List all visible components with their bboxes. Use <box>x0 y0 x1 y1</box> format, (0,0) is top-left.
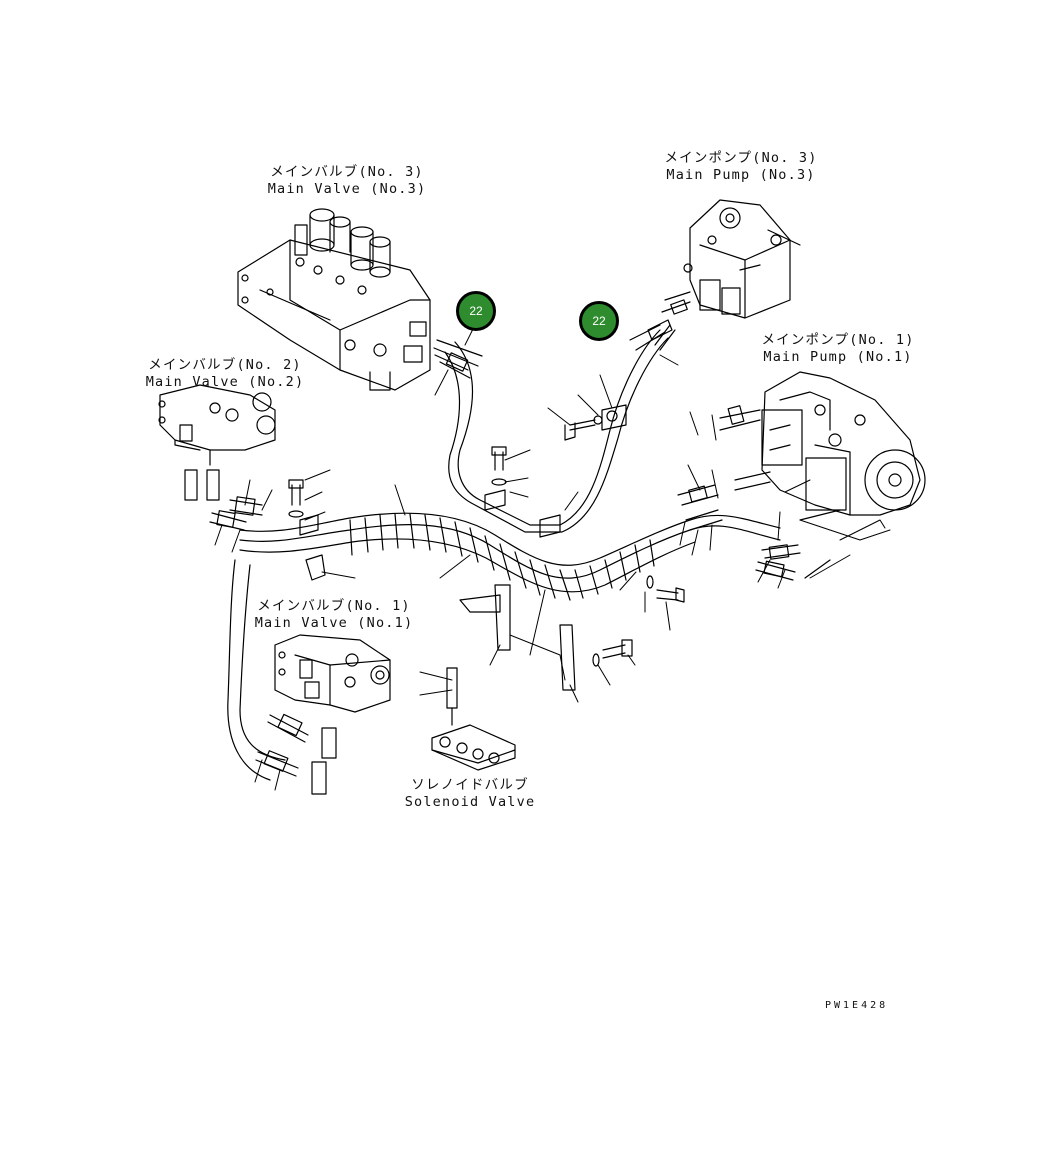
main-valve-no2-label: メインバルブ(No. 2) Main Valve (No.2) <box>140 357 310 391</box>
leader-lines <box>214 314 891 791</box>
main-pump-no1-label: メインポンプ(No. 1) Main Pump (No.1) <box>752 332 924 366</box>
main-valve-no1-label-en: Main Valve (No.1) <box>254 615 414 631</box>
main-pump-no1-illustration <box>719 371 926 579</box>
main-valve-no3-label-jp: メインバルブ(No. 3) <box>270 164 424 180</box>
main-valve-no2-label-jp: メインバルブ(No. 2) <box>148 357 302 373</box>
main-valve-no3-illustration <box>237 208 431 391</box>
main-valve-no1-label: メインバルブ(No. 1) Main Valve (No.1) <box>248 598 420 632</box>
solenoid-valve-label-jp: ソレノイドバルブ <box>411 777 529 793</box>
solenoid-valve-illustration <box>431 667 516 771</box>
main-pump-no1-label-en: Main Pump (No.1) <box>763 349 913 365</box>
solenoid-valve-label-en: Solenoid Valve <box>404 794 536 810</box>
main-valve-no2-label-en: Main Valve (No.2) <box>145 374 305 390</box>
main-pump-no3-label: メインポンプ(No. 3) Main Pump (No.3) <box>655 150 827 184</box>
callout-22-pump-hose[interactable]: 22 <box>579 301 619 341</box>
main-pump-no3-illustration <box>661 199 801 319</box>
main-valve-no3-label: メインバルブ(No. 3) Main Valve (No.3) <box>262 164 432 198</box>
brackets-and-bolts <box>209 319 801 777</box>
main-valve-no1-illustration <box>274 634 391 795</box>
main-valve-no2-illustration <box>158 384 276 501</box>
main-pump-no3-label-en: Main Pump (No.3) <box>666 167 816 183</box>
main-valve-no1-label-jp: メインバルブ(No. 1) <box>257 598 411 614</box>
hose-bundle <box>227 329 781 781</box>
callout-22-valve-hose[interactable]: 22 <box>456 291 496 331</box>
main-valve-no3-label-en: Main Valve (No.3) <box>267 181 427 197</box>
main-pump-no1-label-jp: メインポンプ(No. 1) <box>761 332 915 348</box>
solenoid-valve-label: ソレノイドバルブ Solenoid Valve <box>396 777 544 811</box>
main-pump-no3-label-jp: メインポンプ(No. 3) <box>664 150 818 166</box>
drawing-code: PW1E428 <box>825 1000 889 1011</box>
